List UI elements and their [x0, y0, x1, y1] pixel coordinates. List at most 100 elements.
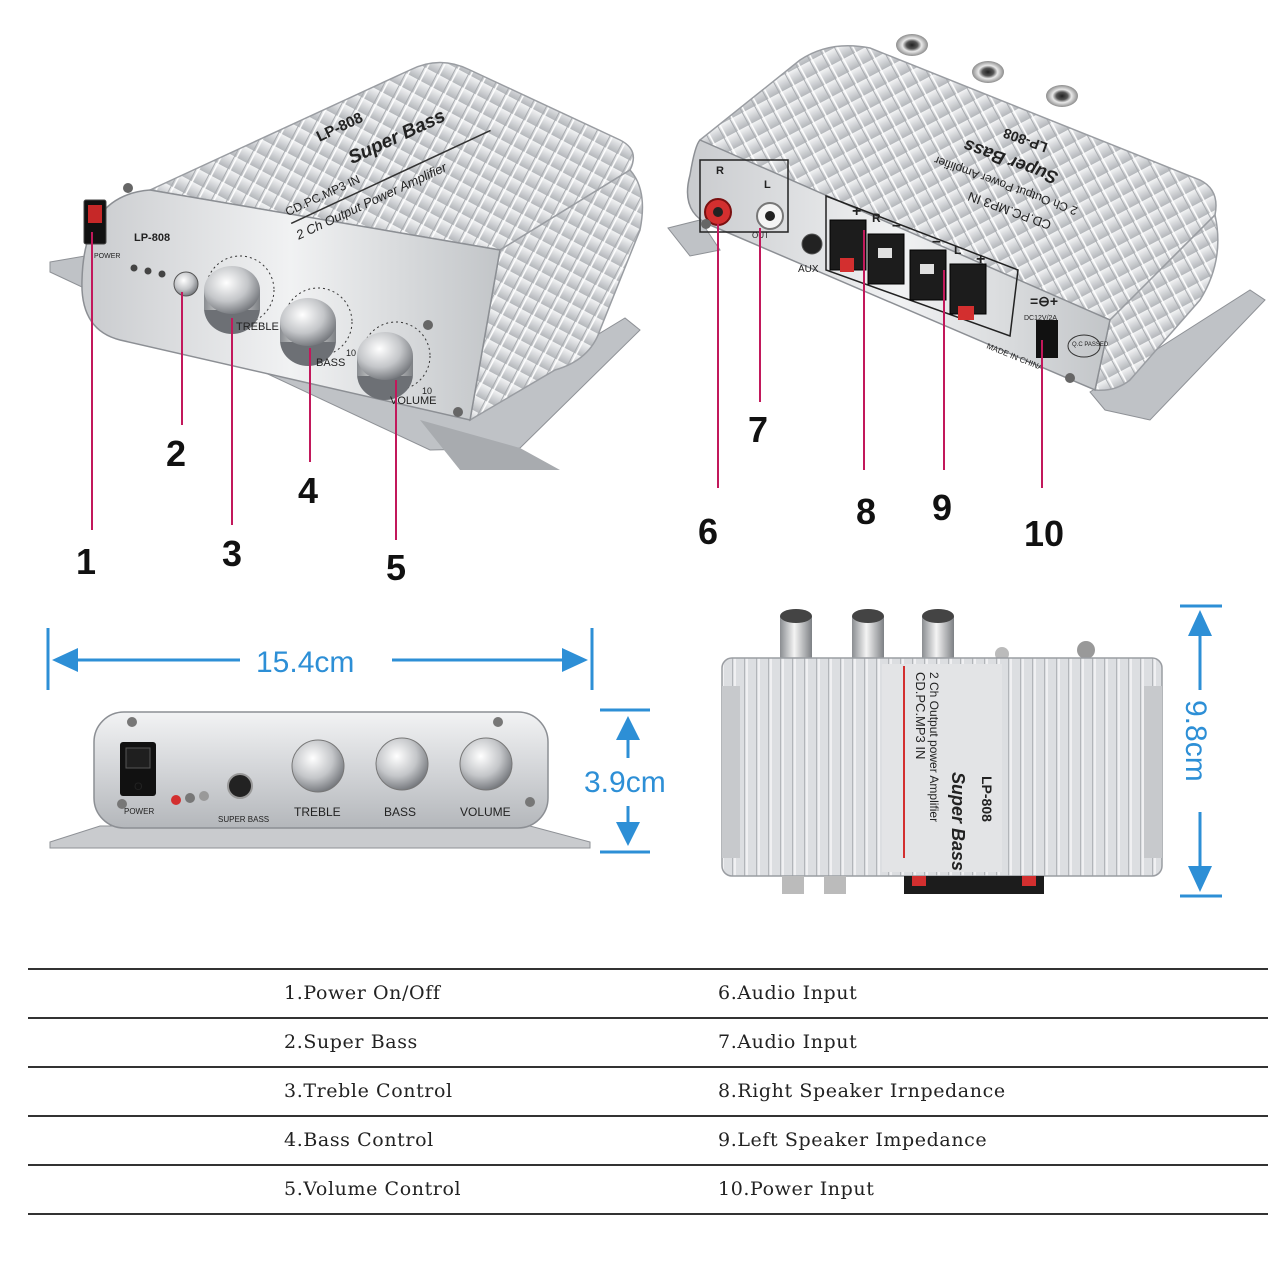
- scale-mark: 10: [422, 386, 432, 396]
- rca-input-panel: [699, 159, 789, 233]
- volume-knob[interactable]: [459, 737, 513, 791]
- rca-jack-top: [780, 609, 954, 660]
- brand-label: Super Bass: [948, 772, 968, 871]
- treble-knob[interactable]: TREBLE: [204, 255, 279, 334]
- legend-item: 9.Left Speaker Impedance: [718, 1129, 988, 1151]
- dc-symbol: =⊖+: [1030, 293, 1058, 309]
- switch-on-mark: I: [126, 753, 129, 767]
- led-indicator: [158, 270, 166, 278]
- legend-item: 3.Treble Control: [284, 1080, 453, 1102]
- treble-label: TREBLE: [236, 321, 279, 333]
- legend-table: 1.Power On/Off 6.Audio Input 2.Super Bas…: [28, 968, 1268, 1215]
- led-indicator: [144, 267, 152, 275]
- output-line-label: 2 Ch Output power Amplifier: [927, 672, 941, 822]
- callout-number-1: 1: [76, 541, 96, 582]
- callout-number-7: 7: [748, 409, 768, 450]
- screw: [493, 717, 503, 727]
- volume-label: VOLUME: [390, 395, 436, 407]
- callout-lines-rear: [717, 224, 1043, 488]
- super-bass-button[interactable]: [173, 271, 199, 297]
- table-row: 5.Volume Control 10.Power Input: [28, 1164, 1268, 1215]
- callout-number-9: 9: [932, 487, 952, 528]
- width-dimension: [46, 628, 594, 690]
- switch-off-mark: O: [134, 781, 143, 793]
- bass-knob[interactable]: BASS 10: [280, 287, 356, 369]
- table-row: 2.Super Bass 7.Audio Input: [28, 1017, 1268, 1066]
- aux-jack[interactable]: [801, 233, 823, 255]
- mounting-bracket: [667, 219, 721, 257]
- heatsink-top: [147, 61, 635, 251]
- table-row: 3.Treble Control 8.Right Speaker Irnpeda…: [28, 1066, 1268, 1115]
- led-indicator: [171, 795, 181, 805]
- bass-knob[interactable]: [375, 737, 429, 791]
- callout-number-3: 3: [222, 533, 242, 574]
- legend-item: 6.Audio Input: [718, 982, 858, 1004]
- height-dimension-label: 3.9cm: [584, 766, 666, 799]
- channel-r-label: R: [716, 165, 724, 177]
- screw: [127, 717, 137, 727]
- channel-l-label: L: [954, 243, 961, 257]
- speaker-terminal-right[interactable]: [829, 219, 905, 285]
- aux-label: AUX: [798, 264, 819, 275]
- screw: [701, 219, 711, 229]
- callout-number-6: 6: [698, 511, 718, 552]
- dc-power-jack[interactable]: [1036, 320, 1058, 358]
- front-angle-view: LP-808 Super Bass CD.PC.MP3 IN 2 Ch Outp…: [49, 61, 644, 588]
- super-bass-label: SUPER BASS: [218, 815, 269, 824]
- body-right-side: [468, 169, 644, 422]
- speaker-terminal-left[interactable]: [909, 249, 987, 320]
- super-bass-button[interactable]: [227, 773, 253, 799]
- screw: [423, 320, 433, 330]
- screw: [123, 183, 133, 193]
- model-label: LP-808: [979, 776, 995, 822]
- qc-label: Q.C PASSED: [1072, 342, 1109, 348]
- treble-knob[interactable]: [291, 739, 345, 793]
- qc-sticker: [1067, 334, 1101, 358]
- callout-number-5: 5: [386, 547, 406, 588]
- led-indicator: [185, 793, 195, 803]
- power-label: POWER: [94, 253, 120, 260]
- power-label: POWER: [124, 807, 154, 816]
- speaker-terminal-strip: [904, 876, 1044, 894]
- legend-item: 2.Super Bass: [284, 1031, 418, 1053]
- led-indicator: [130, 264, 138, 272]
- callout-number-4: 4: [298, 470, 318, 511]
- bass-label: BASS: [316, 357, 345, 369]
- volume-knob[interactable]: VOLUME 10: [357, 321, 436, 407]
- speaker-terminal-frame: [825, 194, 1019, 338]
- input-line-label: CD.PC.MP3 IN: [913, 672, 928, 759]
- width-dimension-label: 15.4cm: [256, 646, 354, 679]
- rca-jack-top: [896, 34, 1078, 107]
- front-elevation-view: 15.4cm I O POWER SUPER BASS TREBLE BASS …: [46, 628, 666, 854]
- plus-label: +: [852, 203, 861, 220]
- body-right-side: [1094, 213, 1219, 392]
- screw: [453, 407, 463, 417]
- screw: [525, 797, 535, 807]
- callout-number-2: 2: [166, 433, 186, 474]
- dc-rating-label: DC12V/2A: [1024, 315, 1057, 322]
- depth-dimension: [1180, 604, 1222, 898]
- top-view: CD.PC.MP3 IN 2 Ch Output power Amplifier…: [721, 604, 1222, 898]
- legend-item: 4.Bass Control: [284, 1129, 434, 1151]
- legend-item: 1.Power On/Off: [284, 982, 441, 1004]
- front-model-plate: LP-808: [134, 232, 170, 244]
- treble-label: TREBLE: [294, 805, 341, 819]
- top-printed-label-rear: CD.PC.MP3 IN 2 Ch Output Power Amplifier…: [932, 125, 1079, 233]
- heatsink-top: [699, 45, 1217, 321]
- legend-item: 8.Right Speaker Irnpedance: [718, 1080, 1006, 1102]
- screw: [117, 799, 127, 809]
- scale-mark: 10: [346, 348, 356, 358]
- minus-label: –: [892, 217, 901, 234]
- table-row: 4.Bass Control 9.Left Speaker Impedance: [28, 1115, 1268, 1164]
- volume-label: VOLUME: [460, 805, 511, 819]
- screw: [1065, 373, 1075, 383]
- led-indicator: [199, 791, 209, 801]
- plus-label: +: [976, 251, 985, 268]
- mounting-bracket: [49, 825, 591, 849]
- channel-r-label: R: [872, 211, 881, 225]
- height-dimension: [600, 708, 650, 854]
- mounting-bracket: [1089, 289, 1266, 421]
- callout-number-8: 8: [856, 491, 876, 532]
- table-row: 1.Power On/Off 6.Audio Input: [28, 968, 1268, 1017]
